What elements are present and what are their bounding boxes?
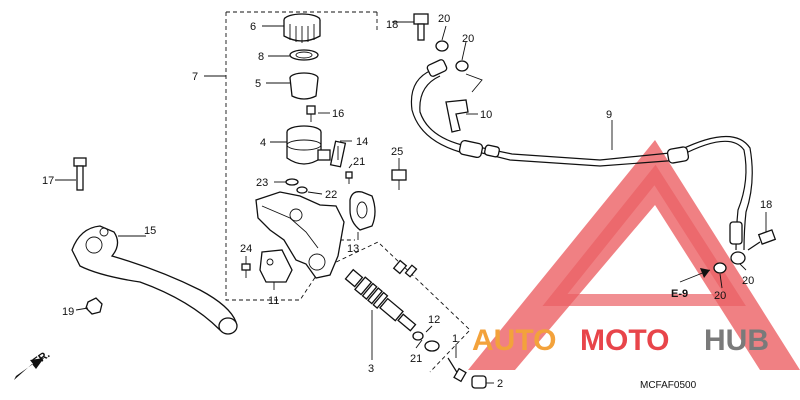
watermark-auto: AUTO (472, 324, 556, 357)
nut-2 (471, 375, 487, 389)
master-cylinder-body (255, 191, 345, 279)
washer-20-upper-b (455, 60, 469, 72)
banjo-bolt-upper (413, 13, 429, 41)
push-rod (447, 357, 467, 383)
holder-13 (349, 191, 376, 231)
reference-arrow-icon (679, 268, 711, 283)
label-piston-set-3: 3 (368, 363, 374, 375)
reference-label: E-9 (671, 288, 688, 300)
label-washer-20-b: 20 (462, 33, 474, 45)
leader-lines (55, 21, 767, 384)
front-arrow-icon (14, 358, 44, 380)
label-screw-24: 24 (240, 243, 252, 255)
label-lever-15: 15 (144, 225, 156, 237)
pivot-bolt-17 (73, 157, 87, 191)
bolt-25 (391, 169, 407, 190)
seal-12 (412, 331, 424, 341)
screw-16 (306, 105, 316, 122)
label-screw-16: 16 (332, 108, 344, 120)
piston-set (344, 259, 418, 332)
label-washer-23: 23 (256, 177, 268, 189)
washer-23 (285, 178, 299, 186)
reservoir-cap (283, 13, 321, 43)
screw-24 (241, 263, 251, 278)
watermark-moto: MOTO (580, 324, 669, 357)
label-boot-22: 22 (325, 189, 337, 201)
hose-clip-10 (445, 99, 469, 133)
bracket-11 (259, 249, 293, 283)
label-holder-13: 13 (347, 243, 359, 255)
diaphragm (289, 72, 319, 100)
nut-19 (85, 297, 103, 315)
washer-20-lower-a (730, 251, 746, 265)
label-washer-20-d: 20 (714, 290, 726, 302)
diagram-code: MCFAF0500 (640, 380, 697, 391)
watermark-hub: HUB (704, 324, 769, 357)
label-banjo-bolt-18-upper: 18 (386, 19, 398, 31)
label-diaphragm-plate: 8 (258, 51, 264, 63)
label-switch-14: 14 (356, 136, 368, 148)
label-screw-21-upper: 21 (353, 156, 365, 168)
label-washer-20-c: 20 (742, 275, 754, 287)
label-reservoir-cap: 6 (250, 21, 256, 33)
label-nut-2: 2 (497, 378, 503, 390)
label-clip-10: 10 (480, 109, 492, 121)
group-box-7 (225, 11, 378, 301)
banjo-bolt-lower (747, 229, 777, 251)
label-seal-12: 12 (428, 314, 440, 326)
label-pivot-bolt-17: 17 (42, 175, 54, 187)
label-banjo-bolt-18-lower: 18 (760, 199, 772, 211)
stop-switch (329, 140, 347, 168)
label-master-cylinder-7: 7 (192, 71, 198, 83)
label-nut-19: 19 (62, 306, 74, 318)
label-bracket-11: 11 (268, 295, 279, 307)
label-bolt-25: 25 (391, 146, 403, 158)
screw-21-upper (345, 171, 353, 184)
washer-20-upper-a (435, 40, 449, 52)
label-washer-20-a: 20 (438, 13, 450, 25)
boot-21-lower (424, 340, 440, 352)
diaphragm-plate (289, 49, 319, 61)
label-reservoir-body: 4 (260, 137, 266, 149)
washer-20-lower-b (713, 262, 727, 274)
label-push-rod-1: 1 (452, 333, 458, 345)
clutch-lever (71, 225, 238, 335)
boot-22 (296, 186, 308, 194)
label-diaphragm: 5 (255, 78, 261, 90)
watermark-logo (468, 140, 800, 370)
clutch-hose (410, 59, 753, 251)
reservoir-body (286, 125, 331, 165)
label-hose-9: 9 (606, 109, 612, 121)
label-boot-21-lower: 21 (410, 353, 422, 365)
